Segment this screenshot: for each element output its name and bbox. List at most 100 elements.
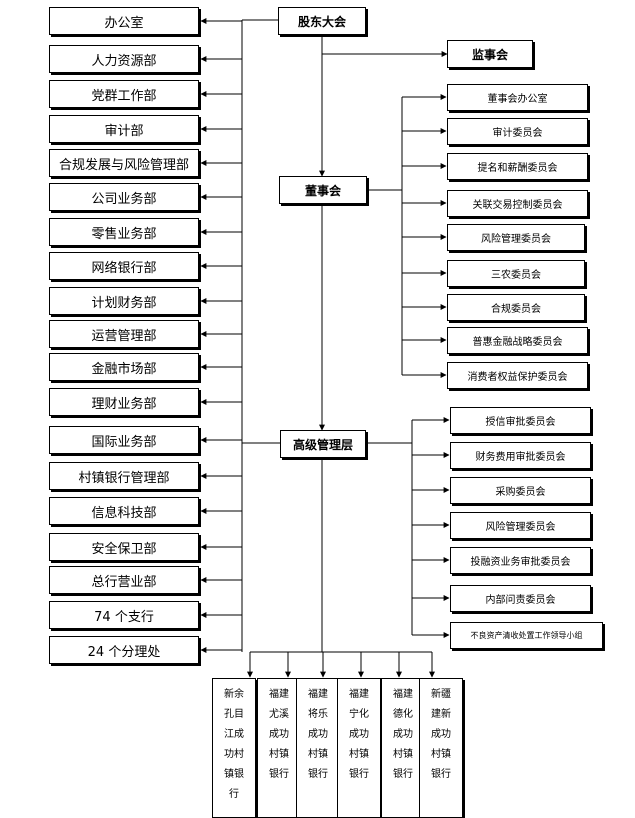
village-bank-char: 成 bbox=[431, 729, 441, 740]
village-bank-char: 功 bbox=[318, 729, 328, 740]
village-bank-char: 福 bbox=[269, 689, 279, 700]
village-bank-char: 成 bbox=[269, 729, 279, 740]
board-committee-box: 提名和薪酬委员会 bbox=[447, 153, 588, 180]
management-committee-box: 不良资产清收处置工作领导小组 bbox=[450, 622, 603, 649]
department-box: 安全保卫部 bbox=[49, 533, 199, 561]
village-bank-char: 村 bbox=[269, 749, 279, 760]
senior-management-box: 高级管理层 bbox=[280, 430, 366, 458]
village-bank-text-row: 江成 bbox=[224, 725, 244, 745]
board-committee-box: 消费者权益保护委员会 bbox=[447, 362, 588, 389]
village-bank-char: 疆 bbox=[441, 689, 451, 700]
village-bank-char: 行 bbox=[403, 769, 413, 780]
village-bank-char: 行 bbox=[359, 769, 369, 780]
village-bank-text-row: 成功 bbox=[431, 725, 451, 745]
village-bank-text-row: 福建 bbox=[269, 685, 289, 705]
village-bank-char: 福 bbox=[349, 689, 359, 700]
village-bank-text-row: 福建 bbox=[393, 685, 413, 705]
village-bank-char: 功 bbox=[359, 729, 369, 740]
village-bank-text-row: 功村 bbox=[224, 745, 244, 765]
village-bank-box: 新疆建新成功村镇银行 bbox=[419, 678, 463, 818]
village-bank-char: 银 bbox=[308, 769, 318, 780]
village-bank-text-row: 银行 bbox=[349, 765, 369, 785]
village-bank-text-row: 德化 bbox=[393, 705, 413, 725]
department-box: 信息科技部 bbox=[49, 497, 199, 525]
village-bank-char: 目 bbox=[234, 709, 244, 720]
village-bank-char: 德 bbox=[393, 709, 403, 720]
village-bank-char: 孔 bbox=[224, 709, 234, 720]
department-box: 村镇银行管理部 bbox=[49, 462, 199, 490]
village-bank-char: 镇 bbox=[441, 749, 451, 760]
village-bank-text-row: 村镇 bbox=[269, 745, 289, 765]
village-bank-text-row: 孔目 bbox=[224, 705, 244, 725]
village-bank-text-row: 福建 bbox=[349, 685, 369, 705]
supervisory-board-box: 监事会 bbox=[447, 40, 533, 68]
village-bank-char: 镇 bbox=[224, 769, 234, 780]
village-bank-text-row: 村镇 bbox=[393, 745, 413, 765]
village-bank-text-row: 尤溪 bbox=[269, 705, 289, 725]
village-bank-text-row: 将乐 bbox=[308, 705, 328, 725]
village-bank-char: 银 bbox=[234, 769, 244, 780]
village-bank-char: 镇 bbox=[318, 749, 328, 760]
village-bank-char: 镇 bbox=[279, 749, 289, 760]
village-bank-text-row: 宁化 bbox=[349, 705, 369, 725]
board-committee-box: 董事会办公室 bbox=[447, 84, 588, 111]
village-bank-char: 村 bbox=[431, 749, 441, 760]
village-bank-char: 建 bbox=[359, 689, 369, 700]
village-bank-char: 江 bbox=[224, 729, 234, 740]
village-bank-char: 福 bbox=[393, 689, 403, 700]
village-bank-char: 建 bbox=[431, 709, 441, 720]
board-committee-box: 三农委员会 bbox=[447, 260, 585, 287]
village-bank-char: 建 bbox=[403, 689, 413, 700]
village-bank-char: 成 bbox=[308, 729, 318, 740]
village-bank-char: 新 bbox=[431, 689, 441, 700]
management-committee-box: 内部问责委员会 bbox=[450, 585, 591, 612]
department-box: 网络银行部 bbox=[49, 252, 199, 280]
board-committee-box: 关联交易控制委员会 bbox=[447, 190, 588, 217]
department-box: 24 个分理处 bbox=[49, 636, 199, 664]
department-box: 理财业务部 bbox=[49, 388, 199, 416]
village-bank-char: 行 bbox=[318, 769, 328, 780]
village-bank-text-row: 银行 bbox=[269, 765, 289, 785]
village-bank-text-row: 村镇 bbox=[431, 745, 451, 765]
village-bank-char: 余 bbox=[234, 689, 244, 700]
village-bank-text-row: 建新 bbox=[431, 705, 451, 725]
village-bank-char: 成 bbox=[349, 729, 359, 740]
board-committee-box: 普惠金融战略委员会 bbox=[447, 327, 588, 354]
department-box: 零售业务部 bbox=[49, 218, 199, 246]
village-bank-text-row: 行 bbox=[229, 785, 239, 805]
department-box: 运营管理部 bbox=[49, 320, 199, 348]
department-box: 公司业务部 bbox=[49, 183, 199, 211]
village-bank-char: 村 bbox=[393, 749, 403, 760]
village-bank-text-row: 成功 bbox=[393, 725, 413, 745]
department-box: 党群工作部 bbox=[49, 80, 199, 108]
board-committee-box: 风险管理委员会 bbox=[447, 224, 585, 251]
village-bank-text-row: 银行 bbox=[431, 765, 451, 785]
village-bank-box: 新余孔目江成功村镇银行 bbox=[212, 678, 256, 818]
village-bank-char: 新 bbox=[441, 709, 451, 720]
shareholders-meeting-box: 股东大会 bbox=[278, 7, 366, 35]
village-bank-text-row: 福建 bbox=[308, 685, 328, 705]
department-box: 人力资源部 bbox=[49, 45, 199, 73]
management-committee-box: 授信审批委员会 bbox=[450, 407, 591, 434]
village-bank-char: 银 bbox=[393, 769, 403, 780]
board-committee-box: 审计委员会 bbox=[447, 118, 588, 145]
village-bank-char: 化 bbox=[359, 709, 369, 720]
village-bank-char: 村 bbox=[308, 749, 318, 760]
village-bank-char: 镇 bbox=[359, 749, 369, 760]
village-bank-text-row: 银行 bbox=[393, 765, 413, 785]
village-bank-char: 银 bbox=[431, 769, 441, 780]
department-box: 74 个支行 bbox=[49, 601, 199, 629]
village-bank-text-row: 新余 bbox=[224, 685, 244, 705]
management-committee-box: 风险管理委员会 bbox=[450, 512, 591, 539]
village-bank-box: 福建宁化成功村镇银行 bbox=[337, 678, 381, 818]
village-bank-char: 化 bbox=[403, 709, 413, 720]
village-bank-char: 功 bbox=[224, 749, 234, 760]
village-bank-char: 福 bbox=[308, 689, 318, 700]
village-bank-text-row: 新疆 bbox=[431, 685, 451, 705]
village-bank-char: 村 bbox=[349, 749, 359, 760]
village-bank-char: 新 bbox=[224, 689, 234, 700]
department-box: 国际业务部 bbox=[49, 426, 199, 454]
department-box: 金融市场部 bbox=[49, 353, 199, 381]
village-bank-char: 乐 bbox=[318, 709, 328, 720]
